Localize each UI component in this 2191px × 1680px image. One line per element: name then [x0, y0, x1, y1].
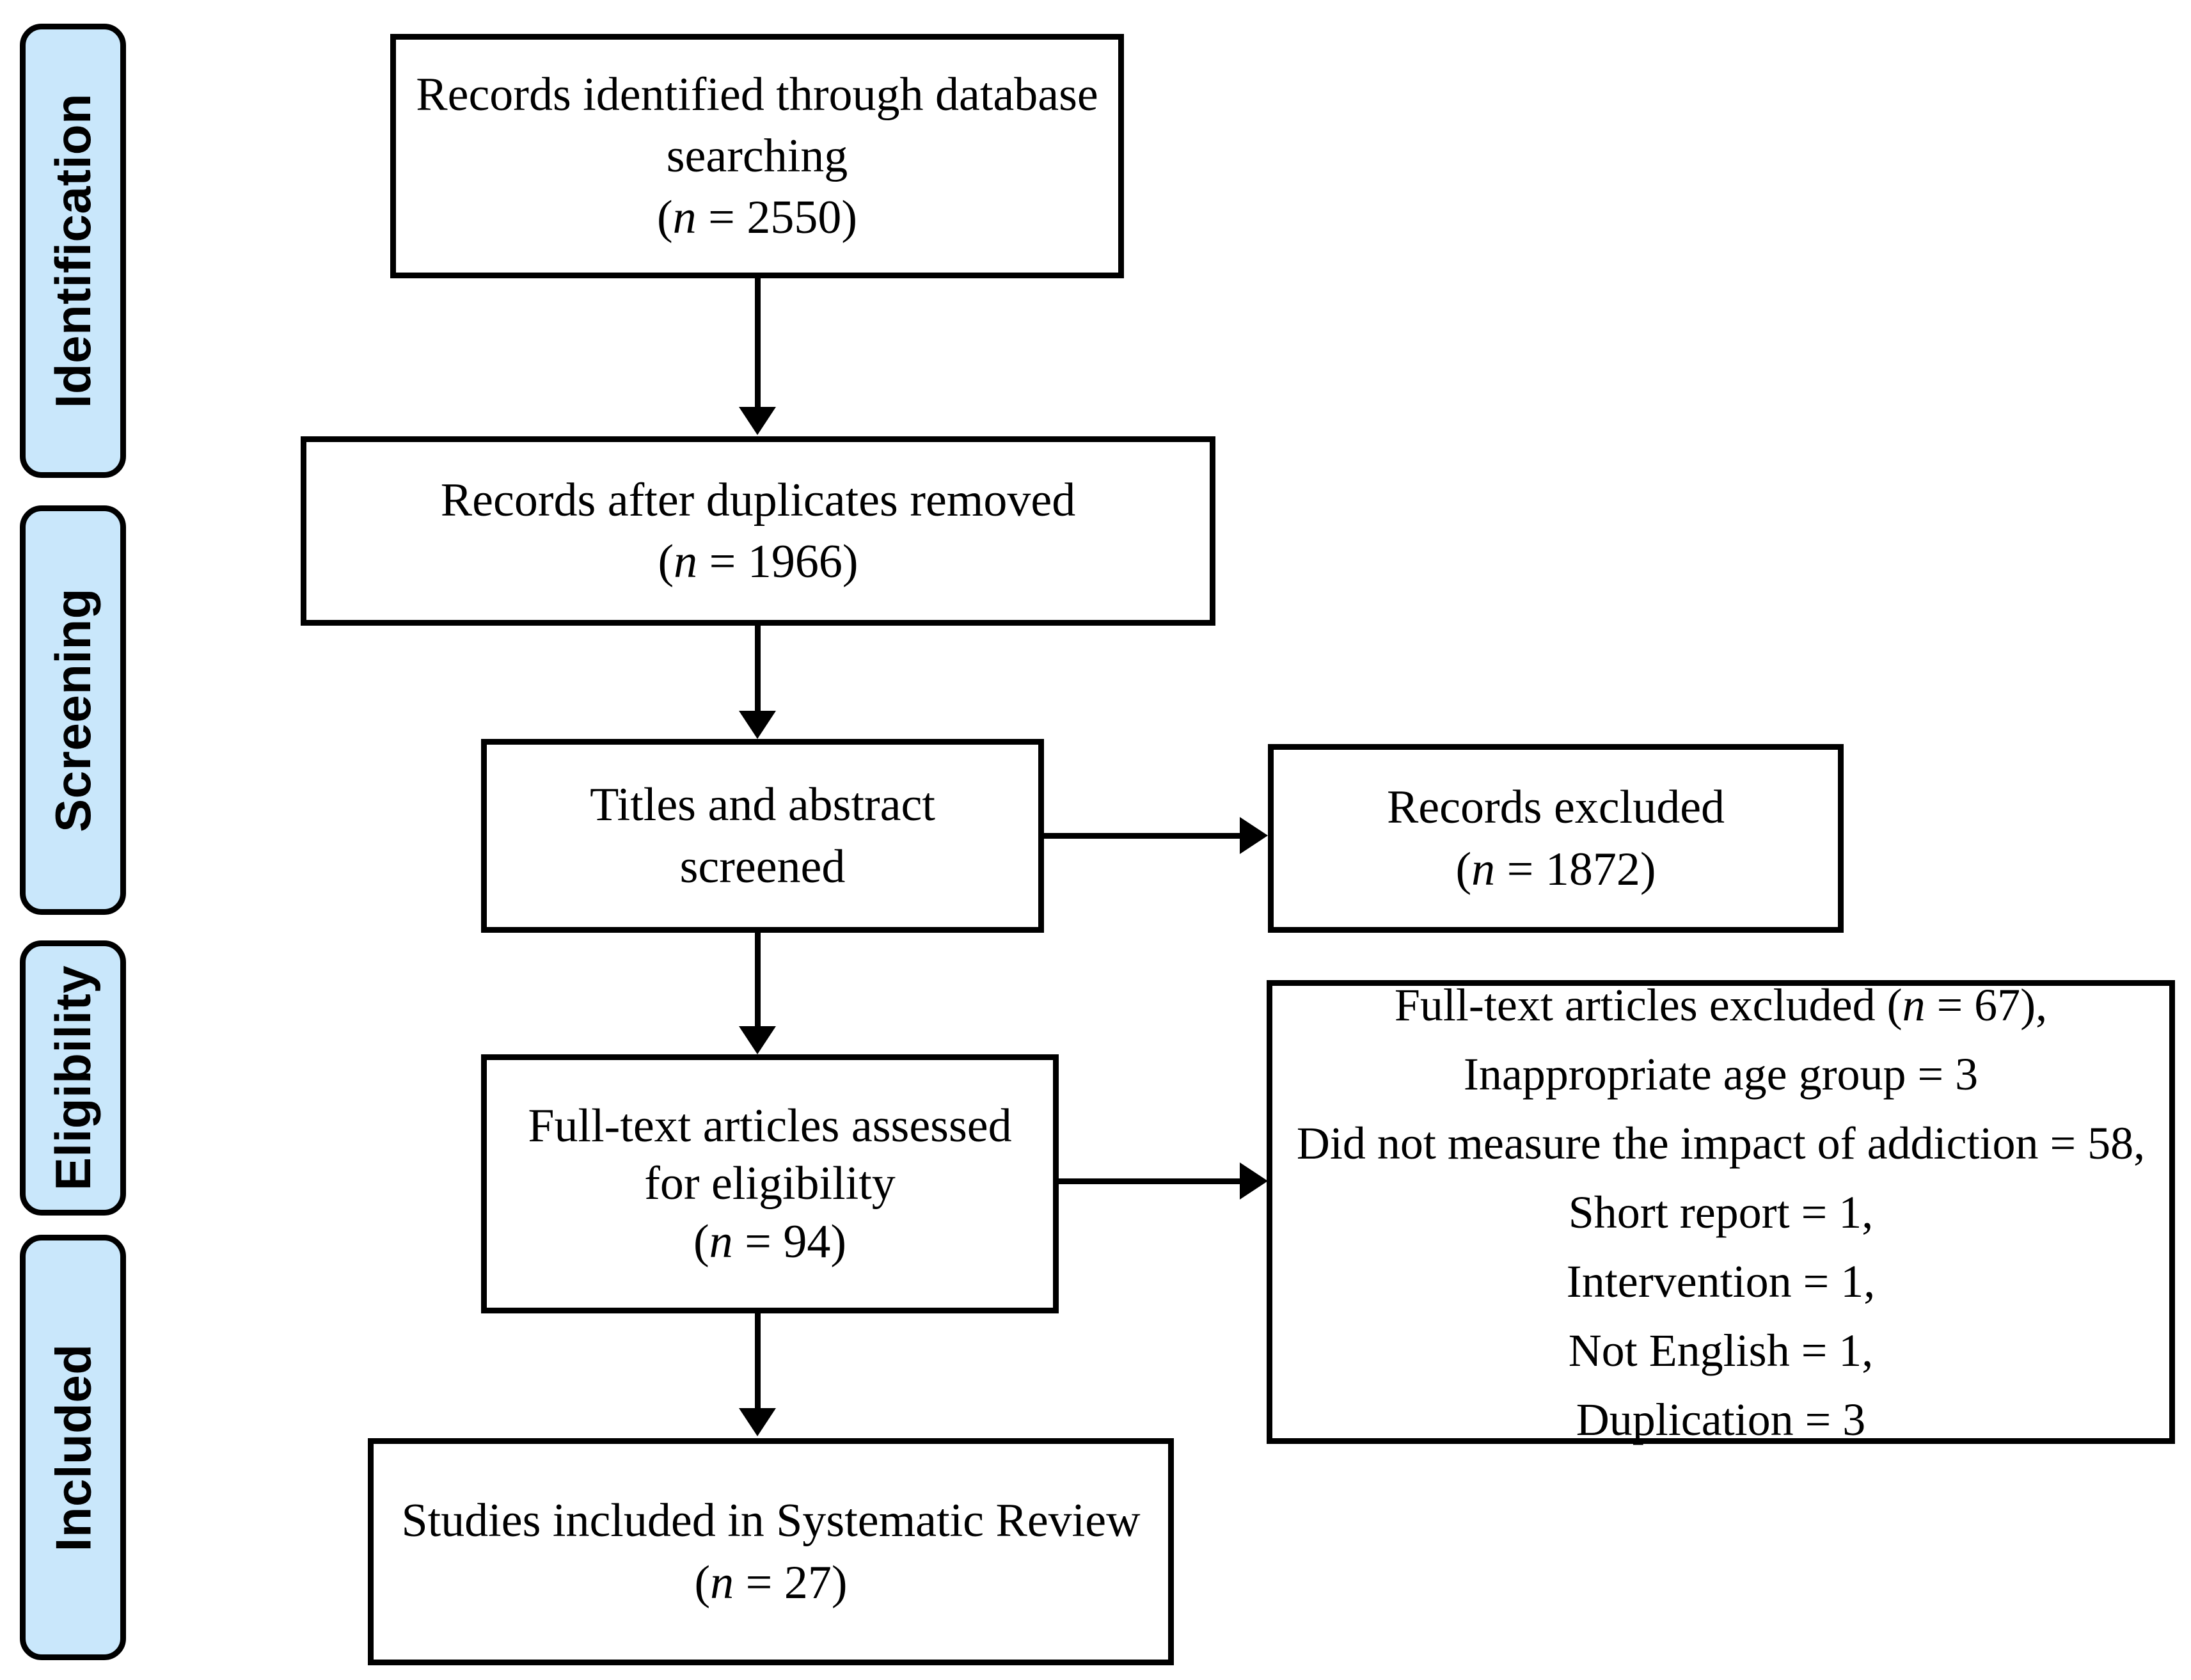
stage-eligibility: Eligibility: [20, 940, 126, 1216]
stage-eligibility-label: Eligibility: [45, 965, 102, 1191]
stage-identification: Identification: [20, 24, 126, 478]
node-fulltext-excluded: Full-text articles excluded (n = 67), In…: [1267, 979, 2175, 1445]
connector-screened-to-excluded-arrow: [1240, 817, 1268, 854]
connector-fulltext-to-excluded-line: [1059, 1178, 1243, 1184]
stage-included-label: Included: [45, 1343, 101, 1551]
connector-screened-to-fulltext-arrow: [739, 1026, 776, 1054]
connector-fulltext-to-included-arrow: [739, 1408, 776, 1436]
stage-screening-label: Screening: [45, 588, 102, 832]
node-records-after-duplicates-text: Records after duplicates removed (n = 19…: [440, 473, 1076, 588]
stage-identification-label: Identification: [45, 93, 101, 409]
connector-identified-to-dedup-arrow: [739, 407, 776, 435]
node-titles-abstract-screened-text: Titles and abstract screened: [590, 779, 935, 893]
node-studies-included-text: Studies included in Systematic Review (n…: [401, 1494, 1141, 1609]
connector-screened-to-excluded-line: [1044, 833, 1242, 839]
node-fulltext-excluded-text: Full-text articles excluded (n = 67), In…: [1296, 979, 2146, 1445]
node-fulltext-assessed-text: Full-text articles assessed for eligibil…: [528, 1100, 1012, 1268]
node-records-excluded-text: Records excluded (n = 1872): [1386, 781, 1725, 896]
node-studies-included: Studies included in Systematic Review (n…: [368, 1438, 1174, 1665]
connector-fulltext-to-excluded-arrow: [1240, 1162, 1268, 1200]
stage-included: Included: [20, 1235, 126, 1660]
stage-screening: Screening: [20, 505, 126, 915]
connector-dedup-to-screened-arrow: [739, 711, 776, 739]
node-titles-abstract-screened: Titles and abstract screened: [481, 739, 1044, 933]
node-fulltext-assessed: Full-text articles assessed for eligibil…: [481, 1054, 1059, 1313]
node-records-identified: Records identified through database sear…: [390, 34, 1124, 278]
node-records-identified-text: Records identified through database sear…: [416, 68, 1098, 244]
node-records-after-duplicates: Records after duplicates removed (n = 19…: [301, 436, 1215, 626]
connector-screened-to-fulltext-line: [755, 933, 761, 1027]
node-records-excluded: Records excluded (n = 1872): [1268, 744, 1844, 933]
connector-dedup-to-screened-line: [755, 626, 761, 712]
connector-fulltext-to-included-line: [755, 1313, 761, 1409]
connector-identified-to-dedup-line: [755, 278, 761, 408]
